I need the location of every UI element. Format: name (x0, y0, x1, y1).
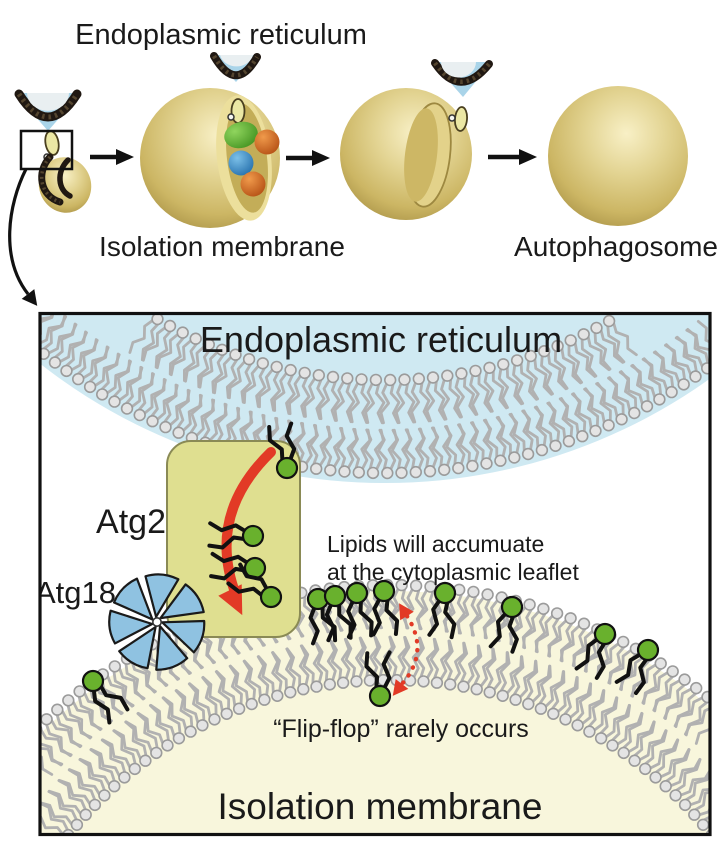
cargo-orange-2 (241, 172, 266, 197)
cargo-blue (229, 151, 254, 176)
panel-er-label: Endoplasmic reticulum (200, 319, 562, 360)
atg18-label: Atg18 (35, 575, 116, 610)
step-arrow-2 (286, 150, 330, 166)
lipid-note-line2: at the cytoplasmic leaflet (327, 559, 579, 585)
atg2-rod-small (44, 130, 61, 156)
step-arrow-1 (90, 149, 134, 165)
stage-autophagosome (548, 86, 688, 226)
propeller-hub (153, 618, 161, 626)
lipid-note-line1: Lipids will accumuate (327, 531, 544, 557)
contact-dot (449, 115, 455, 121)
zoom-arrow (10, 169, 28, 294)
stage-isolation-membrane (140, 55, 280, 228)
panel-isolation-membrane-label: Isolation membrane (218, 786, 543, 827)
step-arrow-3 (488, 149, 537, 165)
er-title: Endoplasmic reticulum (75, 19, 367, 51)
isolation-membrane-title: Isolation membrane (99, 231, 345, 262)
autophagosome-title: Autophagosome (514, 231, 718, 262)
contact-dot (228, 114, 234, 120)
atg2-label: Atg2 (96, 503, 166, 541)
cargo-orange-1 (255, 130, 280, 155)
flip-flop-note: “Flip-flop” rarely occurs (273, 715, 529, 743)
stage-er-fragment (10, 93, 99, 311)
stage-closing-membrane (340, 62, 492, 220)
